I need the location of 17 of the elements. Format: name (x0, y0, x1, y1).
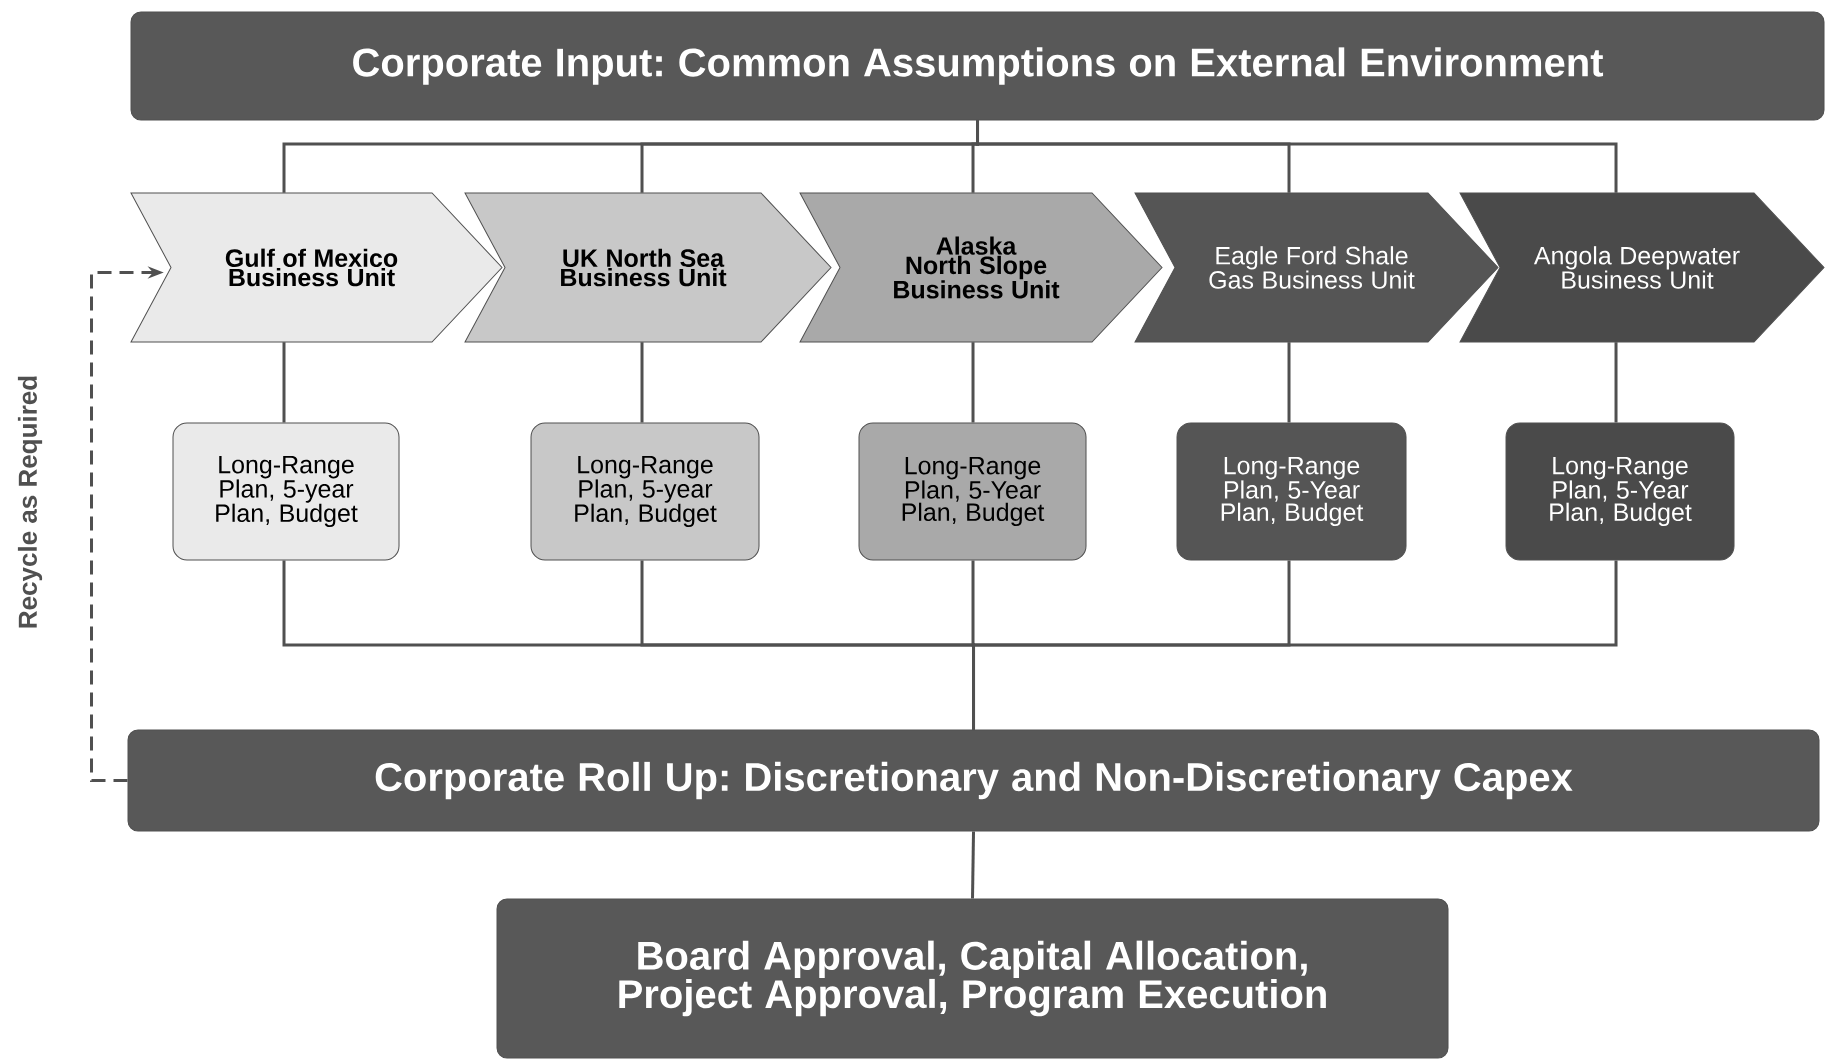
connector-line (971, 342, 975, 423)
plan-box: Long-Range Plan, 5-Year Plan, Budget (858, 422, 1087, 561)
connector-line (976, 120, 1618, 193)
connector-line (282, 342, 286, 423)
plan-box: Long-Range Plan, 5-year Plan, Budget (530, 422, 760, 561)
connector-line (1614, 342, 1618, 423)
banner-box: Board Approval, Capital Allocation, Project Approval, Program Execution (496, 898, 1449, 1059)
connector-line (971, 831, 975, 899)
connector-line (1287, 342, 1291, 423)
connector-line (972, 560, 1618, 730)
banner-box: Corporate Input: Common Assumptions on External Environment (130, 11, 1825, 121)
edge-label: Recycle as Required (17, 376, 43, 628)
plan-box: Long-Range Plan, 5-Year Plan, Budget (1505, 422, 1735, 561)
plan-box: Long-Range Plan, 5-year Plan, Budget (172, 422, 400, 561)
banner-box: Corporate Roll Up: Discretionary and Non-Discretionary Capex (127, 729, 1820, 832)
connector-line (640, 342, 644, 423)
plan-box: Long-Range Plan, 5-Year Plan, Budget (1176, 422, 1407, 561)
